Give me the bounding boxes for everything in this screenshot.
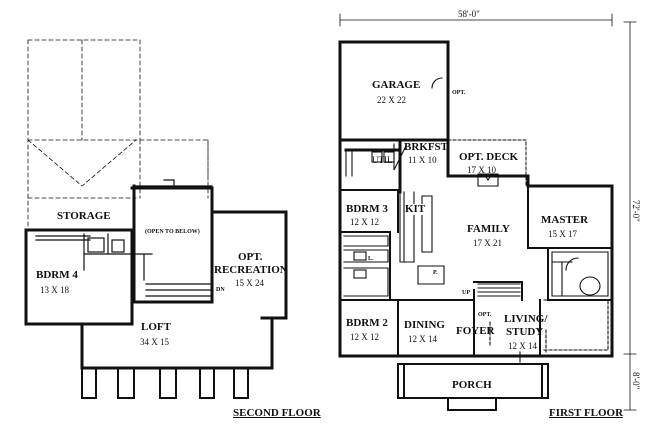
living-study-label-1: LIVING/ [504, 313, 548, 325]
living-study-size: 12 X 14 [508, 341, 537, 351]
loft-size: 34 X 15 [140, 337, 169, 347]
bdrm3-label: BDRM 3 [346, 203, 388, 215]
garage-label: GARAGE [372, 79, 421, 91]
overall-width-dimension: 58'-0" [456, 9, 482, 19]
loft-label: LOFT [141, 321, 171, 333]
opt-recreation-label-2: RECREATION [214, 264, 288, 276]
dining-label: DINING [404, 319, 445, 331]
bdrm3-size: 12 X 12 [350, 217, 379, 227]
kit-label: KIT [405, 203, 426, 215]
family-label: FAMILY [467, 223, 510, 235]
living-study-label-2: STUDY [506, 326, 544, 338]
pantry-label: P. [433, 270, 438, 276]
bdrm4-size: 13 X 18 [40, 285, 69, 295]
stair-down-label: DN [216, 287, 225, 293]
master-label: MASTER [541, 214, 589, 226]
opt-recreation-size: 15 X 24 [235, 278, 264, 288]
master-size: 15 X 17 [548, 229, 577, 239]
foyer-opt-label: OPT. [478, 312, 492, 318]
brkfst-label: BRKFST [404, 141, 449, 153]
garage-opt-label: OPT. [452, 90, 466, 96]
first-floor-plan [338, 13, 637, 411]
bdrm2-label: BDRM 2 [346, 317, 388, 329]
bdrm4-label: BDRM 4 [36, 269, 78, 281]
family-size: 17 X 21 [473, 238, 502, 248]
util-label: UTIL. [372, 155, 395, 165]
bdrm2-size: 12 X 12 [350, 332, 379, 342]
opt-deck-label: OPT. DECK [459, 151, 519, 163]
storage-label: STORAGE [57, 210, 111, 222]
overall-depth-dimension: 72'-0" [631, 200, 641, 222]
opt-deck-size: 17 X 10 [467, 165, 496, 175]
garage-size: 22 X 22 [377, 95, 406, 105]
brkfst-size: 11 X 10 [408, 155, 437, 165]
second-floor-plan [24, 39, 288, 399]
stair-up-label: UP [462, 290, 470, 296]
opt-recreation-label-1: OPT. [238, 251, 263, 263]
porch-label: PORCH [452, 379, 492, 391]
porch-depth-dimension: 8'-0" [631, 372, 641, 390]
second-floor-title: SECOND FLOOR [233, 407, 321, 419]
open-below-label: (OPEN TO BELOW) [145, 229, 200, 235]
foyer-label: FOYER [456, 325, 495, 337]
laundry-label: L. [368, 256, 374, 262]
dining-size: 12 X 14 [408, 334, 437, 344]
first-floor-title: FIRST FLOOR [549, 407, 624, 419]
